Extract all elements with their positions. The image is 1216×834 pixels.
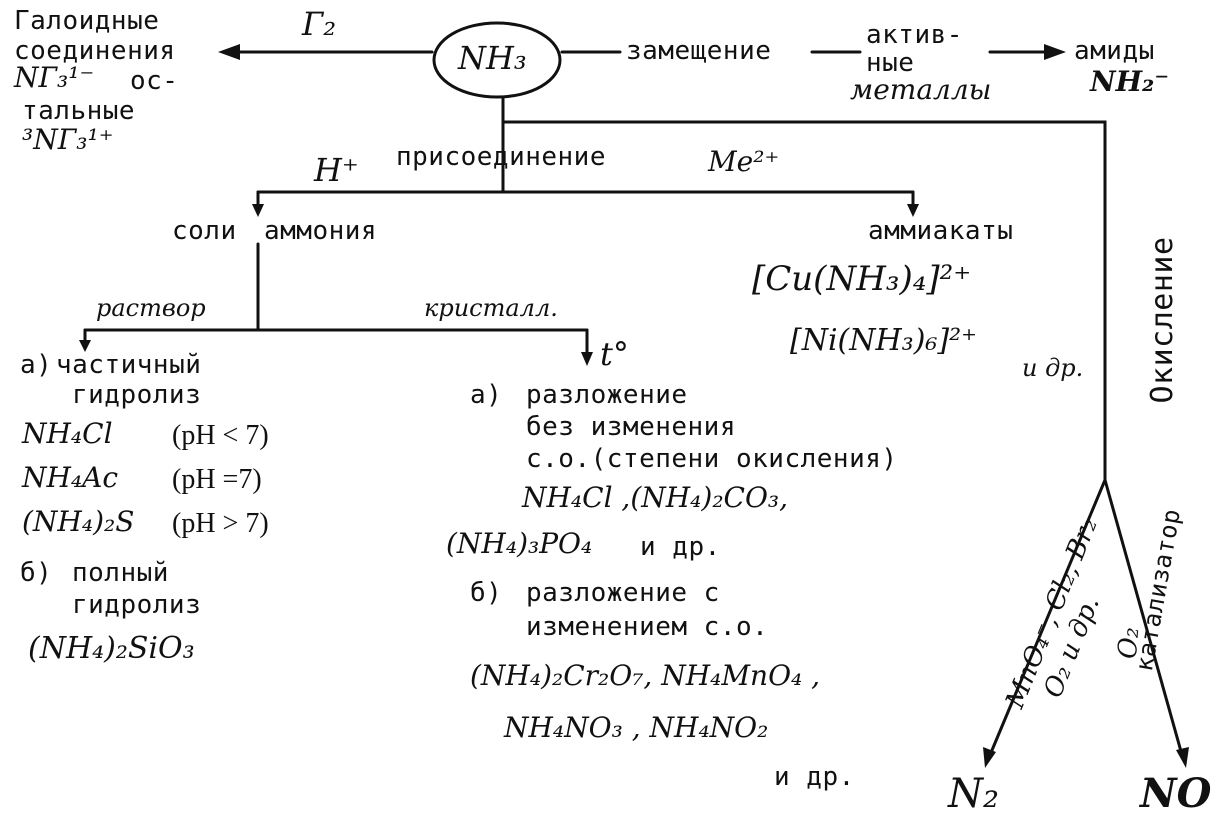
- decomposition-a-line3: с.о.(степени окисления): [526, 444, 898, 474]
- halogen-label: Г₂: [302, 5, 337, 43]
- hydrolysis-a-line1: частичный: [56, 350, 202, 380]
- ammonium-salts-label-1: соли: [172, 216, 237, 246]
- active-metals-line1: актив-: [866, 20, 963, 50]
- halides-formula-2: ³NГ₃¹⁺: [22, 123, 114, 156]
- heating-label: t°: [600, 335, 629, 373]
- crystal-label: кристалл.: [424, 294, 558, 322]
- halides-line4: тальные: [22, 96, 136, 126]
- hydrolysis-example-formula-3: (NH₄)₂S: [22, 505, 135, 538]
- proton-reagent: H⁺: [314, 151, 359, 189]
- amides-formula: NH₂⁻: [1090, 65, 1170, 98]
- arrowhead-ammines: [907, 204, 919, 217]
- ammines-etc: и др.: [1022, 354, 1084, 382]
- fork-to-n2: [988, 478, 1107, 757]
- decomposition-b-formulas-2: NH₄NO₃ , NH₄NO₂: [504, 711, 769, 744]
- arrowhead-halides: [218, 44, 240, 60]
- arrowhead-solution: [79, 340, 91, 352]
- hydrolysis-example-ph-3: (pH > 7): [172, 508, 269, 539]
- ammonium-salts-label-2: аммония: [264, 216, 378, 246]
- halides-line1: Галоидные: [14, 6, 160, 36]
- product-no: NO: [1140, 770, 1212, 817]
- fork-to-no: [1103, 478, 1184, 757]
- decomposition-b-line2: изменением с.о.: [526, 612, 769, 642]
- nh3-ellipse: [432, 21, 562, 99]
- oxidation-path: [501, 120, 1107, 482]
- amides-label: амиды: [1074, 36, 1155, 66]
- decomposition-b-formulas-1: (NH₄)₂Cr₂O₇, NH₄MnO₄ ,: [470, 659, 821, 692]
- halides-line2: соединения: [14, 36, 176, 66]
- hydrolysis-b-formula: (NH₄)₂SiO₃: [28, 631, 195, 666]
- halides-line3-text: ос-: [130, 66, 179, 96]
- decomposition-a-formulas-2: (NH₄)₃PO₄: [446, 527, 593, 560]
- hydrolysis-example-ph-1: (pH < 7): [172, 420, 269, 451]
- ammines-formula-1: [Cu(NH₃)₄]²⁺: [752, 259, 972, 299]
- arrowhead-no: [1176, 747, 1189, 768]
- arrowhead-n2: [983, 747, 996, 768]
- hydrolysis-example-formula-2: NH₄Ac: [22, 461, 119, 494]
- decomposition-b-line1: разложение с: [526, 578, 720, 608]
- decomposition-a-label: а): [470, 380, 503, 410]
- arrowhead-ammonium: [252, 204, 264, 217]
- decomposition-a-line1: разложение: [526, 380, 688, 410]
- hydrolysis-a-line2: гидролиз: [72, 380, 202, 410]
- hydrolysis-a-label: а): [20, 350, 53, 380]
- active-metals-line2: ные: [866, 48, 915, 78]
- hydrolysis-b-line1: полный: [72, 558, 169, 588]
- active-metals-line3: металлы: [850, 73, 992, 106]
- hydrolysis-b-line2: гидролиз: [72, 590, 202, 620]
- decomposition-b-label: б): [470, 578, 503, 608]
- decomposition-a-etc: и др.: [640, 532, 721, 562]
- decomposition-b-etc: и др.: [774, 762, 855, 792]
- substitution-label: замещение: [626, 36, 772, 66]
- decomposition-a-formulas-1: NH₄Cl ,(NH₄)₂CO₃,: [522, 481, 789, 514]
- arrowhead-amides: [1044, 44, 1066, 60]
- hydrolysis-b-label: б): [20, 558, 53, 588]
- product-n2: N₂: [948, 771, 1000, 817]
- arrowhead-crystal: [581, 352, 593, 366]
- halides-formula-1: NГ₃¹⁻: [14, 61, 95, 94]
- hydrolysis-example-formula-1: NH₄Cl: [22, 417, 113, 450]
- hydrolysis-example-ph-2: (pH =7): [172, 464, 262, 495]
- nh3-formula: NH₃: [458, 39, 527, 77]
- decomposition-a-line2: без изменения: [526, 412, 736, 442]
- ammines-label: аммиакаты: [868, 216, 1014, 246]
- oxidation-label: Окисление: [1145, 236, 1180, 404]
- metal-ion-reagent: Me²⁺: [708, 145, 780, 178]
- ammines-formula-2: [Ni(NH₃)₆]²⁺: [790, 323, 977, 358]
- solution-label: раствор: [96, 294, 206, 322]
- addition-label: присоединение: [396, 142, 606, 172]
